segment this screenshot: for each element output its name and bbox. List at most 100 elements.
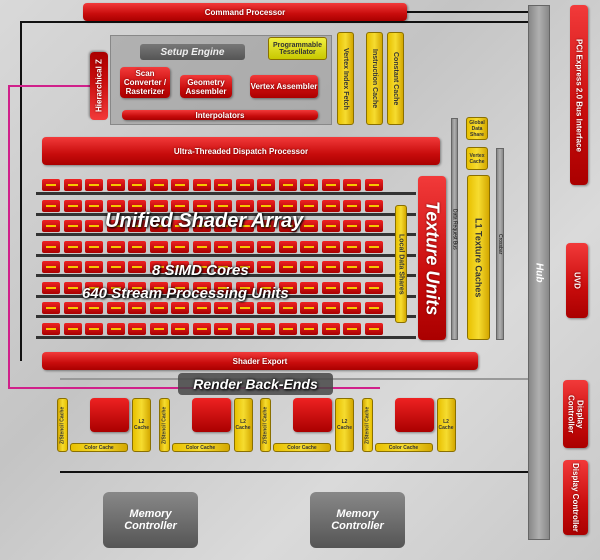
stream-core [300,220,318,232]
stream-core [171,220,189,232]
stream-core [343,179,361,191]
stream-core [257,220,275,232]
stream-core [85,220,103,232]
stream-core [364,199,383,212]
stream-core [85,281,103,294]
stream-core [278,281,297,294]
simd-row-bus [36,212,416,216]
simd-row-bus [36,315,416,318]
stream-core [85,179,103,191]
stream-core [106,240,125,253]
stream-core [63,240,82,253]
stream-core [321,220,340,232]
stream-core [85,322,103,335]
stream-core [106,261,125,273]
stream-core [192,302,211,314]
stream-core [343,220,361,232]
stream-core [171,322,189,335]
stream-core [235,322,254,335]
stream-core [235,220,254,232]
local-data-shares: Local Data Shares [395,205,407,323]
stream-core [364,261,383,273]
stream-core [235,240,254,253]
setup-engine: Setup Engine [140,44,245,60]
memory-controller-2: Memory Controller [310,492,405,548]
stream-core [85,261,103,273]
stream-core [278,261,297,273]
stream-core [192,240,211,253]
stream-core [321,179,340,191]
command-processor: Command Processor [83,3,407,21]
shader-export: Shader Export [42,352,478,370]
render-backends-label: Render Back-Ends [178,373,333,395]
vertex-index-fetch: Vertex Index Fetch [337,32,354,125]
stream-core [171,179,189,191]
stream-core [214,220,232,232]
stream-core [149,240,168,253]
uvd: UVD [566,243,588,318]
stream-core [149,220,168,232]
stream-core [42,199,60,212]
stream-core [42,322,60,335]
display-controller-2: Display Controller [563,460,588,535]
stream-core [63,261,82,273]
stream-core [235,199,254,212]
stream-core [235,302,254,314]
stream-core [192,179,211,191]
l1-texture-caches: L1 Texture Caches [467,175,490,340]
stream-core [343,240,361,253]
stream-core [42,302,60,314]
vertex-assembler: Vertex Assembler [250,75,318,98]
stream-core [300,179,318,191]
stream-core [63,322,82,335]
stream-core [343,261,361,273]
simd-row-bus [36,253,416,257]
ultra-threaded-dispatch-processor: Ultra-Threaded Dispatch Processor [42,137,440,165]
render-backend-unit [191,398,231,432]
stream-core [42,220,60,232]
l2-cache: L2 Cache [233,398,253,452]
stream-core [257,261,275,273]
stream-core [42,261,60,273]
stream-core [192,322,211,335]
stream-core [257,179,275,191]
stream-core [235,281,254,294]
stream-core [214,261,232,273]
stream-core [364,179,383,191]
stream-core [364,220,383,232]
display-controller-1: Display Controller [563,380,588,448]
stream-core [343,199,361,212]
stream-core [63,302,82,314]
stream-processing-units-label: 640 Stream Processing Units [82,285,289,302]
stream-core [257,240,275,253]
stream-core [149,179,168,191]
stream-core [257,199,275,212]
stream-core [85,199,103,212]
stream-core [85,302,103,314]
simd-row-bus [36,335,416,339]
stream-core [300,199,318,212]
stream-core [364,322,383,335]
memory-bus-line [60,471,528,473]
stream-core [128,240,146,253]
stream-core [42,240,60,253]
stream-core [128,220,146,232]
stream-core [63,199,82,212]
z-stencil-cache: Z/Stencil Cache [158,398,170,452]
stream-core [192,281,211,294]
stream-core [257,281,275,294]
stream-core [278,240,297,253]
data-request-bus: Data Request Bus [451,118,458,340]
stream-core [278,302,297,314]
memory-controller-1: Memory Controller [103,492,198,548]
stream-core [128,302,146,314]
stream-core [364,240,383,253]
render-backend-unit [394,398,434,432]
stream-core [300,281,318,294]
stream-core [214,179,232,191]
hierarchical-z: Hierarchical Z [90,52,108,120]
stream-core [343,302,361,314]
stream-core [343,281,361,294]
stream-core [257,322,275,335]
shader-array-title: Unified Shader Array [105,210,304,232]
